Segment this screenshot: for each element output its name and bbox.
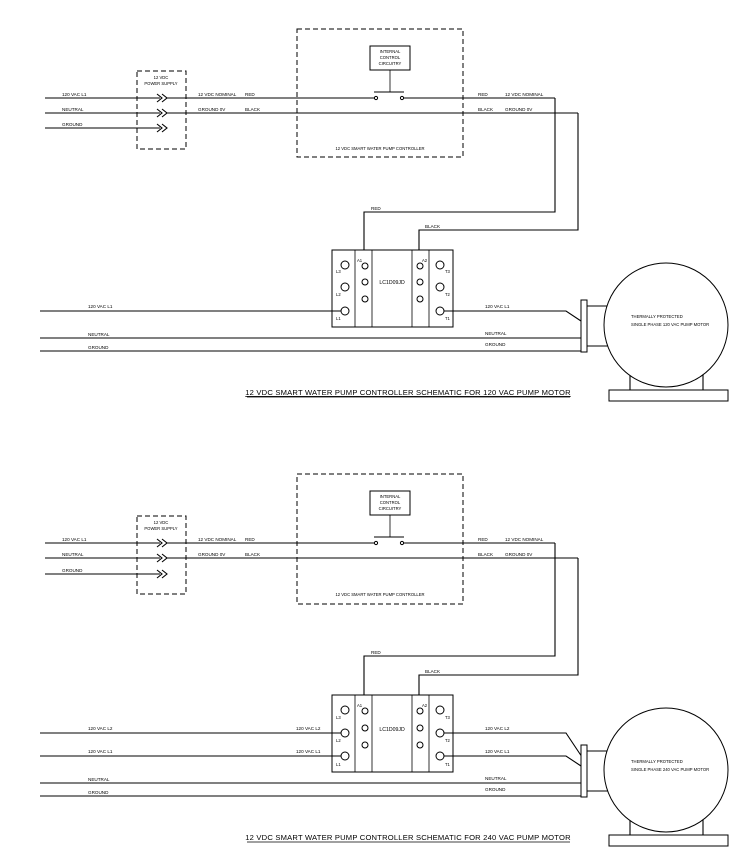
- wire-black-label: BLACK: [245, 552, 261, 557]
- line-neutral-label: NEUTRAL: [88, 777, 110, 782]
- line-l1-near-label: 120 VAC L1: [296, 749, 321, 754]
- coil-a2: A2: [422, 258, 428, 263]
- out-black-label: BLACK: [478, 107, 494, 112]
- motor-ground-label: GROUND: [485, 342, 506, 347]
- controller-label: 12 VDC SMART WATER PUMP CONTROLLER: [335, 592, 424, 597]
- out-red-label: RED: [478, 537, 488, 542]
- motor-label-1: THERMALLY PROTECTED: [631, 314, 683, 319]
- term-t3: T3: [445, 269, 451, 274]
- input-label-ground: GROUND: [62, 568, 83, 573]
- term-l3: L3: [336, 715, 341, 720]
- power-supply-box: [136, 70, 187, 150]
- input-label-neutral: NEUTRAL: [62, 107, 84, 112]
- circuitry-label-3: CIRCUITRY: [379, 61, 402, 66]
- circuitry-label-2: CONTROL: [380, 55, 401, 60]
- motor-label-2: SINGLE PHASE 240 VAC PUMP MOTOR: [631, 767, 709, 772]
- contactor: LC1D09JD L3 L2 L1 T3 T2 T1 A1 A2: [331, 249, 454, 328]
- line-l2-label: 120 VAC L2: [88, 726, 113, 731]
- ps-out-ground: GROUND 0V: [198, 107, 226, 112]
- relay-switch: [373, 70, 405, 101]
- ps-out-nominal: 12 VDC NOMINAL: [198, 537, 237, 542]
- ps-out-nominal: 12 VDC NOMINAL: [198, 92, 237, 97]
- term-t1: T1: [445, 316, 451, 321]
- circuitry-label-3: CIRCUITRY: [379, 506, 402, 511]
- term-l1: L1: [336, 762, 341, 767]
- contactor-model: LC1D09JD: [379, 727, 405, 733]
- power-supply-label-1: 12 VDC: [154, 520, 169, 525]
- schematic-240vac: 120 VAC L1 NEUTRAL GROUND 12 VDC POWER S…: [40, 473, 729, 847]
- motor-l2-label: 120 VAC L2: [485, 726, 510, 731]
- input-label-l1: 120 VAC L1: [62, 537, 87, 542]
- coil-a1: A1: [357, 258, 363, 263]
- motor-label-2: SINGLE PHASE 120 VAC PUMP MOTOR: [631, 322, 709, 327]
- term-t2: T2: [445, 738, 451, 743]
- line-l1-label: 120 VAC L1: [88, 749, 113, 754]
- motor-label-1: THERMALLY PROTECTED: [631, 759, 683, 764]
- line-neutral-label: NEUTRAL: [88, 332, 110, 337]
- schematic-1-title: 12 VDC SMART WATER PUMP CONTROLLER SCHEM…: [245, 388, 571, 397]
- wire-black-label: BLACK: [245, 107, 261, 112]
- motor-l1-label: 120 VAC L1: [485, 749, 510, 754]
- term-t2: T2: [445, 292, 451, 297]
- line-l1-label: 120 VAC L1: [88, 304, 113, 309]
- schematic-120vac: 120 VAC L1 NEUTRAL GROUND 12 VDC POWER S…: [40, 28, 729, 402]
- internal-circuitry-box: [369, 45, 411, 71]
- schematic-2-title: 12 VDC SMART WATER PUMP CONTROLLER SCHEM…: [245, 833, 571, 842]
- term-t3: T3: [445, 715, 451, 720]
- term-t1: T1: [445, 762, 451, 767]
- controller-label: 12 VDC SMART WATER PUMP CONTROLLER: [335, 146, 424, 151]
- coil-black-label: BLACK: [425, 669, 441, 674]
- input-label-l1: 120 VAC L1: [62, 92, 87, 97]
- power-supply-label-2: POWER SUPPLY: [144, 526, 177, 531]
- term-l2: L2: [336, 292, 341, 297]
- coil-black-label: BLACK: [425, 224, 441, 229]
- out-black-label: BLACK: [478, 552, 494, 557]
- wire-red-label: RED: [245, 92, 255, 97]
- circuitry-label-1: INTERNAL: [380, 494, 401, 499]
- motor-l1-label: 120 VAC L1: [485, 304, 510, 309]
- coil-a1: A1: [357, 703, 363, 708]
- input-label-neutral: NEUTRAL: [62, 552, 84, 557]
- line-l2-near-label: 120 VAC L2: [296, 726, 321, 731]
- motor-neutral-label: NEUTRAL: [485, 331, 507, 336]
- motor-ground-label: GROUND: [485, 787, 506, 792]
- relay-switch: [373, 515, 405, 546]
- out-nominal-label: 12 VDC NOMINAL: [505, 537, 544, 542]
- term-l2: L2: [336, 738, 341, 743]
- pump-motor: THERMALLY PROTECTED SINGLE PHASE 120 VAC…: [580, 262, 729, 402]
- controller-box: [296, 473, 464, 605]
- contactor: LC1D09JD L3 L2 L1 T3 T2 T1 A1 A2: [331, 694, 454, 773]
- circuitry-label-2: CONTROL: [380, 500, 401, 505]
- power-supply-box: [136, 515, 187, 595]
- input-label-ground: GROUND: [62, 122, 83, 127]
- controller-box: [296, 28, 464, 158]
- term-l1: L1: [336, 316, 341, 321]
- internal-circuitry-box: [369, 490, 411, 516]
- out-ground-label: GROUND 0V: [505, 552, 533, 557]
- coil-a2: A2: [422, 703, 428, 708]
- line-ground-label: GROUND: [88, 345, 109, 350]
- coil-red-label: RED: [371, 206, 381, 211]
- out-nominal-label: 12 VDC NOMINAL: [505, 92, 544, 97]
- power-supply-label-2: POWER SUPPLY: [144, 81, 177, 86]
- motor-neutral-label: NEUTRAL: [485, 776, 507, 781]
- line-ground-label: GROUND: [88, 790, 109, 795]
- circuitry-label-1: INTERNAL: [380, 49, 401, 54]
- coil-red-label: RED: [371, 650, 381, 655]
- ps-out-ground: GROUND 0V: [198, 552, 226, 557]
- out-ground-label: GROUND 0V: [505, 107, 533, 112]
- term-l3: L3: [336, 269, 341, 274]
- out-red-label: RED: [478, 92, 488, 97]
- power-supply-label-1: 12 VDC: [154, 75, 169, 80]
- contactor-model: LC1D09JD: [379, 280, 405, 286]
- pump-motor: THERMALLY PROTECTED SINGLE PHASE 240 VAC…: [580, 707, 729, 847]
- wire-red-label: RED: [245, 537, 255, 542]
